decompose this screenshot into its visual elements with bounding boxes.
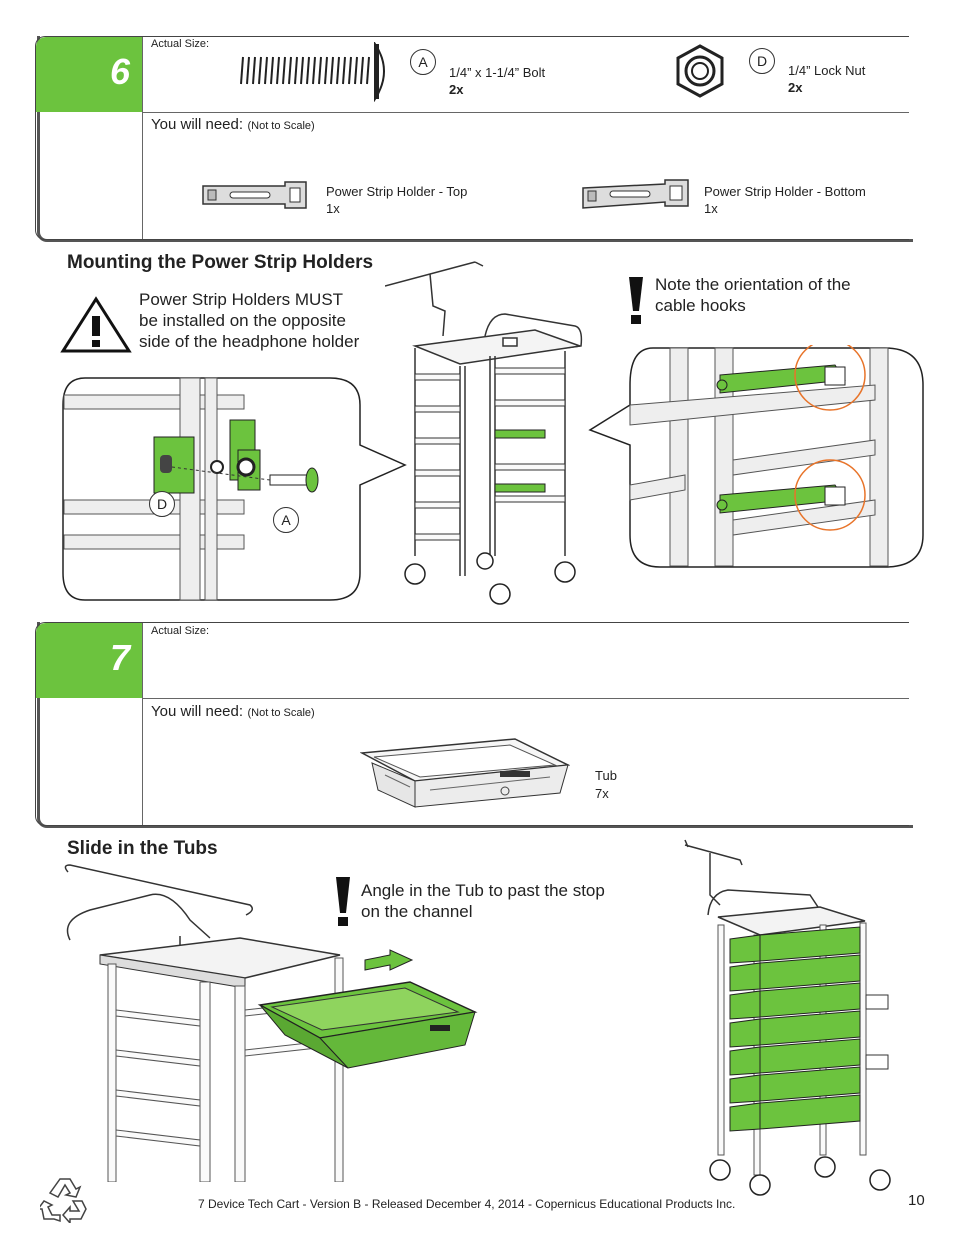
step7-frame: 7 xyxy=(35,622,909,826)
item-tub-name: Tub xyxy=(595,768,617,783)
step6-number: 6 xyxy=(109,51,130,92)
item-bottom-qty: 1x xyxy=(704,201,718,216)
cart-full-tubs-illustration xyxy=(684,839,891,1196)
slide-exclamation-icon xyxy=(336,877,350,926)
step7-frame-shadow xyxy=(37,622,913,828)
step7-number: 7 xyxy=(109,637,130,678)
footer-text: 7 Device Tech Cart - Version B - Release… xyxy=(198,1197,736,1211)
lock-nut-icon xyxy=(676,44,724,98)
cable-hook-orientation-detail xyxy=(588,345,924,568)
item-top-qty: 1x xyxy=(326,201,340,216)
mounting-note: Note the orientation of the cable hooks xyxy=(655,275,851,315)
mounting-warning: Power Strip Holders MUST be installed on… xyxy=(139,290,360,351)
tub-illustration xyxy=(360,738,570,808)
part-d-letter: D xyxy=(749,48,775,74)
detail-label-a: A xyxy=(273,507,299,533)
page-number: 10 xyxy=(908,1192,925,1209)
warning-icon xyxy=(60,296,132,353)
step6-number-box: 6 xyxy=(36,37,142,112)
item-bottom-name: Power Strip Holder - Bottom xyxy=(704,184,866,199)
power-strip-holder-top-illustration xyxy=(202,181,307,209)
item-top-name: Power Strip Holder - Top xyxy=(326,184,468,199)
bolt-install-detail xyxy=(62,377,407,601)
step7-actual-size-label: Actual Size: xyxy=(151,625,210,637)
step7-you-will-need: You will need: (Not to Scale) xyxy=(151,703,315,720)
part-d-qty: 2x xyxy=(788,80,803,95)
detail-label-d: D xyxy=(149,491,175,517)
tub-slide-illustration xyxy=(64,864,478,1182)
part-a-letter: A xyxy=(410,49,436,75)
step7-number-box: 7 xyxy=(36,623,142,698)
note-exclamation-icon xyxy=(629,277,643,324)
part-d-name: 1/4” Lock Nut xyxy=(788,63,866,78)
step6-you-will-need: You will need: (Not to Scale) xyxy=(151,116,315,133)
step6-actual-size-label: Actual Size: xyxy=(151,38,210,50)
mounting-heading: Mounting the Power Strip Holders xyxy=(67,252,374,273)
cart-power-strip-illustration xyxy=(385,261,583,605)
power-strip-holder-bottom-illustration xyxy=(582,179,689,209)
part-a-qty: 2x xyxy=(449,82,464,97)
part-a-name: 1/4” x 1-1/4” Bolt xyxy=(449,65,546,80)
step6-frame-shadow xyxy=(37,36,913,242)
step6-frame: 6 xyxy=(35,36,909,240)
recycle-icon xyxy=(40,1178,87,1223)
slide-heading: Slide in the Tubs xyxy=(67,838,218,859)
item-tub-qty: 7x xyxy=(595,786,609,801)
bolt-illustration xyxy=(240,42,385,102)
slide-note: Angle in the Tub to past the stop on the… xyxy=(361,881,605,921)
